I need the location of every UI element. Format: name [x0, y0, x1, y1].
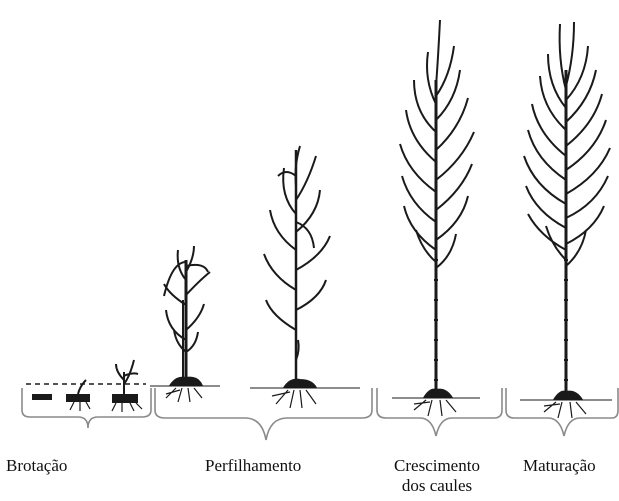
brotacao-illustration — [26, 360, 146, 412]
label-crescimento-line1: Crescimento — [382, 456, 492, 476]
label-perfilhamento: Perfilhamento — [205, 456, 301, 476]
label-crescimento-line2: dos caules — [382, 476, 492, 496]
crescimento-plant — [392, 20, 480, 416]
maturacao-plant — [520, 22, 612, 418]
perfilhamento-young-plant — [150, 246, 220, 402]
perfilhamento-tall-plant — [250, 146, 360, 408]
label-brotacao: Brotação — [6, 456, 67, 476]
bracket-perfilhamento — [155, 388, 372, 440]
stage-brackets — [22, 388, 618, 440]
label-crescimento-dos-caules: Crescimento dos caules — [382, 456, 492, 496]
label-maturacao: Maturação — [523, 456, 596, 476]
